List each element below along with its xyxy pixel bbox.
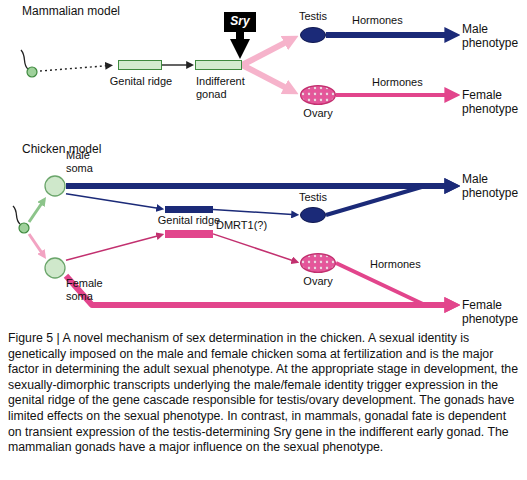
node-label: Female phenotype [462, 298, 524, 326]
split-arrow [29, 200, 44, 222]
section-label: Chicken model [22, 142, 101, 156]
node-label: Genital ridge [153, 214, 225, 227]
node-label: Indifferent gonad [196, 75, 256, 101]
node-label: Genital ridge [109, 75, 173, 88]
testis-shape [301, 28, 326, 43]
sperm-tail [21, 50, 28, 69]
ovary-ellipse: Ovary [300, 85, 336, 105]
flow-arrow [213, 234, 296, 262]
flow-arrow [326, 186, 454, 215]
dotted-arrow [40, 66, 110, 72]
section-label: Mammalian model [22, 4, 120, 18]
ridge-box: Genital ridge [118, 60, 162, 70]
split-arrow [29, 234, 44, 256]
testis-ellipse-outline [300, 207, 326, 223]
phenotype-node: Male phenotype [462, 22, 524, 52]
phenotype-node: Male phenotype [462, 172, 524, 202]
node-label: Testis [293, 191, 333, 204]
genital-ridge-bars: Genital ridge [165, 204, 213, 240]
ovary-shape [301, 254, 336, 273]
ridge-box: Indifferent gonad [195, 60, 242, 70]
edge-label: Hormones [370, 258, 421, 271]
soma-circle: Male soma [44, 175, 66, 197]
node-label: Ovary [298, 107, 338, 120]
flow-arrow [213, 209, 296, 214]
female-ridge-bar [165, 230, 213, 238]
flow-arrow [66, 183, 454, 189]
phenotype-node: Female phenotype [462, 88, 524, 118]
testis-ellipse-outline [300, 27, 326, 43]
sperm-tail [13, 206, 20, 224]
gene-name: Sry [224, 15, 256, 28]
ovary-ellipse-outline [300, 85, 336, 105]
node-label: Male phenotype [462, 172, 524, 200]
soma-circle-outline [44, 257, 66, 279]
flow-arrow [236, 32, 244, 49]
soma-circle: Female soma [44, 257, 66, 279]
flow-arrow [162, 64, 191, 65]
ovary-shape [301, 86, 336, 105]
edge-label: Hormones [372, 76, 423, 89]
zygote-icon [27, 67, 37, 77]
soma-circle-outline [44, 175, 66, 197]
figure-caption: Figure 5 | A novel mechanism of sex dete… [8, 331, 520, 456]
phenotype-node: Female phenotype [462, 298, 524, 328]
node-label: Ovary [298, 275, 338, 288]
flow-arrow [326, 32, 454, 38]
gene-box: Sry [224, 12, 256, 32]
soma-shape [45, 258, 65, 278]
male-ridge-bar [165, 206, 213, 213]
flow-arrow [242, 39, 293, 65]
edge-label: Hormones [352, 14, 403, 27]
ovary-ellipse: Ovary [300, 253, 336, 273]
soma-shape [45, 176, 65, 196]
flow-arrow [66, 235, 161, 260]
node-label: Female phenotype [462, 88, 524, 116]
flow-arrow [336, 93, 454, 97]
flow-arrow [66, 194, 161, 209]
zygote-icon [19, 223, 29, 233]
testis-shape [301, 208, 326, 223]
gene-label: DMRT1(?) [216, 219, 267, 231]
node-label: Testis [293, 10, 333, 23]
flow-arrow [242, 65, 293, 91]
node-label: Female soma [66, 277, 110, 303]
node-label: Male phenotype [462, 22, 524, 50]
testis-ellipse: Testis [300, 207, 326, 223]
ovary-ellipse-outline [300, 253, 336, 273]
testis-ellipse: Testis [300, 27, 326, 43]
